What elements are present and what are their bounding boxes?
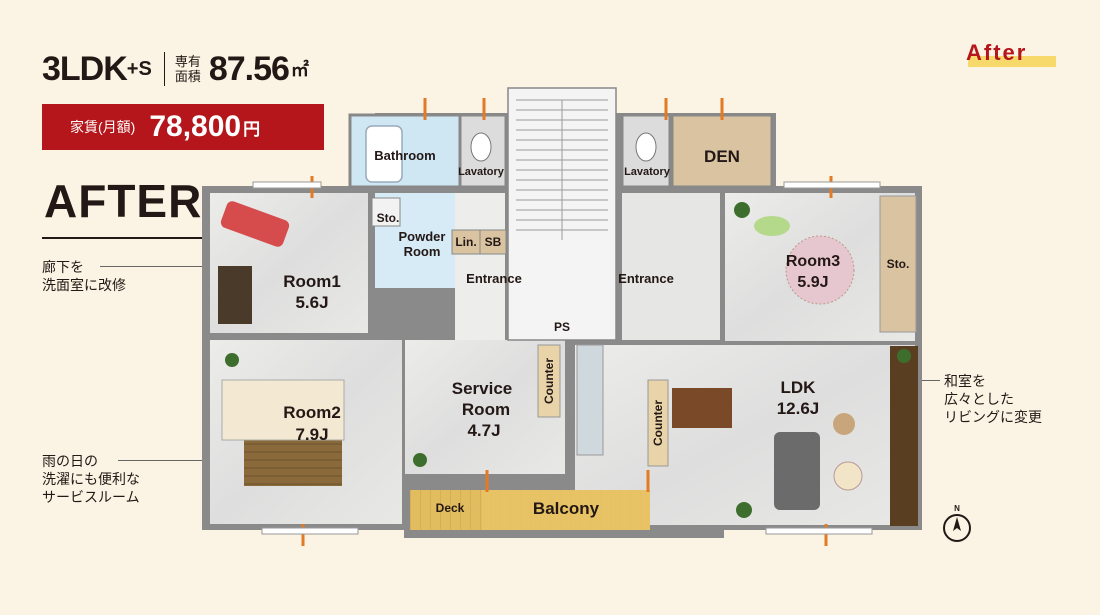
title-underline <box>42 237 204 239</box>
ldk-rug-table <box>833 461 863 491</box>
label-entrance-left: Entrance <box>466 271 522 286</box>
storage-right <box>879 195 917 333</box>
label-room3: Room3 <box>786 253 840 270</box>
label-lavatory-right: Lavatory <box>624 166 671 178</box>
label-bathroom: Bathroom <box>374 148 435 163</box>
rent-label: 家賃(月額) <box>70 119 136 135</box>
label-compass-north: N <box>954 504 960 513</box>
label-powder-2: Room <box>404 244 441 259</box>
toilet-left-icon <box>470 132 492 162</box>
storage-left <box>371 197 401 227</box>
label-powder-1: Powder <box>399 229 446 244</box>
note-washitsu-line1: 和室を <box>944 373 986 389</box>
tv-board <box>890 346 918 526</box>
room3-mat <box>754 216 790 236</box>
after-tag: After <box>966 40 1028 65</box>
label-ldk: LDK <box>781 378 817 397</box>
note-washitsu-line3: リビングに変更 <box>944 409 1042 425</box>
header-divider <box>163 52 165 86</box>
label-deck: Deck <box>436 501 465 515</box>
label-balcony: Balcony <box>533 499 600 518</box>
room2-bed <box>221 379 345 441</box>
label-room1-size: 5.6J <box>295 293 328 312</box>
note-hallway-line2: 洗面室に改修 <box>42 277 126 293</box>
label-counter-right: Counter <box>651 400 665 446</box>
note-hallway: 廊下を 洗面室に改修 <box>42 258 126 294</box>
label-ldk-size: 12.6J <box>777 399 820 418</box>
balcony-area <box>482 490 650 530</box>
area-label: 専有 面積 <box>175 54 205 84</box>
room1-chair <box>220 201 290 247</box>
windows <box>252 181 881 535</box>
compass-icon <box>943 514 971 542</box>
room3-rug <box>785 235 855 305</box>
area-label-bottom: 面積 <box>174 69 201 84</box>
label-room2-size: 7.9J <box>295 425 328 444</box>
page-title: AFTER <box>44 175 203 227</box>
note-washitsu-line2: 広々とした <box>944 391 1014 407</box>
stair-treads <box>516 99 608 240</box>
note-rainy-line3: サービスルーム <box>42 489 140 505</box>
area-value: 87.56 <box>208 50 290 88</box>
rent-value: 78,800 <box>149 110 242 143</box>
bathtub <box>365 125 403 183</box>
label-service-2: Room <box>462 400 510 419</box>
counter-right <box>647 379 669 467</box>
label-room1: Room1 <box>283 272 341 291</box>
rent-banner: 家賃(月額) 78,800 円 <box>42 104 324 150</box>
den-area <box>670 113 774 189</box>
label-lavatory-left: Lavatory <box>458 166 505 178</box>
label-ps: PS <box>554 320 570 334</box>
room1-desk <box>218 266 252 324</box>
note-washitsu: 和室を 広々とした リビングに変更 <box>944 372 1042 426</box>
counter-left <box>537 344 561 418</box>
toilet-right-icon <box>635 132 657 162</box>
dining-table <box>672 388 732 428</box>
area-unit: ㎡ <box>290 60 309 80</box>
tag-highlight <box>968 56 1056 67</box>
label-shoebox: SB <box>485 235 502 249</box>
area-label-top: 専有 <box>174 54 201 69</box>
label-den: DEN <box>704 147 740 166</box>
label-linen: Lin. <box>455 235 476 249</box>
note-rainy-line2: 洗濯にも便利な <box>42 471 140 487</box>
label-storage-right: Sto. <box>887 257 910 271</box>
plants <box>225 202 911 518</box>
label-service-size: 4.7J <box>467 421 500 440</box>
room2-floor-pattern <box>244 440 342 486</box>
label-storage-left: Sto. <box>377 211 400 225</box>
shoebox <box>479 229 507 255</box>
note-rainy-line1: 雨の日の <box>42 453 98 469</box>
layout-type: 3LDK <box>42 50 128 88</box>
label-entrance-right: Entrance <box>618 271 674 286</box>
sofa <box>774 432 820 510</box>
label-service-1: Service <box>452 379 513 398</box>
label-room2: Room2 <box>283 403 341 422</box>
ldk-side-table <box>833 413 855 435</box>
label-room3-size: 5.9J <box>797 274 828 291</box>
layout-suffix: +S <box>126 57 152 80</box>
note-rainy: 雨の日の 洗濯にも便利な サービスルーム <box>42 452 140 506</box>
kitchen-sink-counter <box>576 344 604 456</box>
label-counter-left: Counter <box>542 358 556 404</box>
rent-unit: 円 <box>243 119 261 139</box>
note-hallway-line1: 廊下を <box>42 259 84 275</box>
plan-header: 3LDK +S 専有 面積 87.56 ㎡ <box>42 44 309 94</box>
